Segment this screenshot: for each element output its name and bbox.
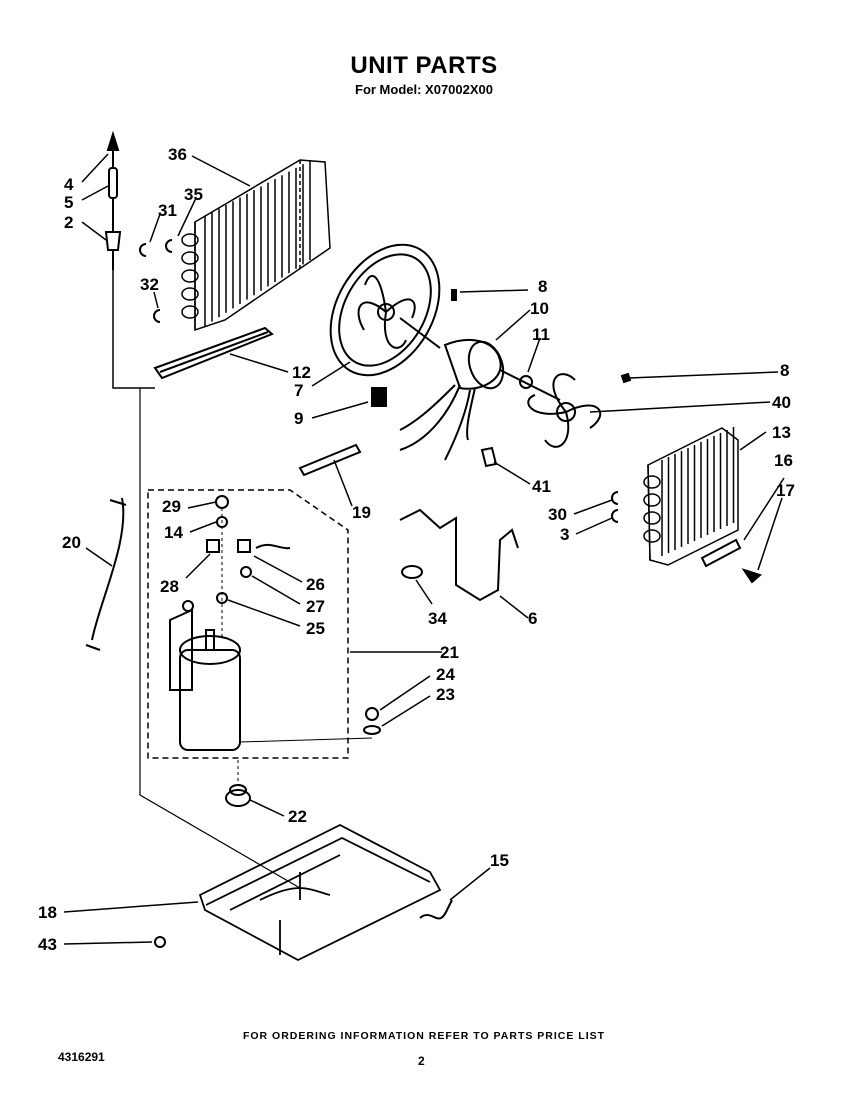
set-screw <box>451 289 457 301</box>
capillary-tube-assembly <box>104 130 155 389</box>
callout-6: 6 <box>528 609 537 628</box>
callout-17: 17 <box>776 481 795 500</box>
callout-36: 36 <box>168 145 187 164</box>
coil-clip-30 <box>611 491 619 505</box>
callout-labels: 4 5 2 36 35 31 32 8 10 11 12 7 9 8 40 13… <box>38 145 795 954</box>
part-41 <box>480 446 498 468</box>
shroud-clip <box>371 387 387 407</box>
callout-35: 35 <box>184 185 203 204</box>
callout-16: 16 <box>774 451 793 470</box>
callout-24: 24 <box>436 665 455 684</box>
callout-23: 23 <box>436 685 455 704</box>
compressor-group-outline <box>147 489 349 759</box>
washer-23 <box>363 725 381 735</box>
callout-27: 27 <box>306 597 325 616</box>
callout-5: 5 <box>64 193 73 212</box>
compressor-mount <box>225 760 251 807</box>
callout-3: 3 <box>560 525 569 544</box>
callout-43: 43 <box>38 935 57 954</box>
screw-43 <box>154 936 166 948</box>
callout-4: 4 <box>64 175 74 194</box>
model-subtitle: For Model: X07002X00 <box>355 82 493 97</box>
page-title: UNIT PARTS <box>350 52 498 79</box>
callout-2: 2 <box>64 213 73 232</box>
condenser-coil <box>181 159 331 332</box>
callout-41: 41 <box>532 477 551 496</box>
callout-26: 26 <box>306 575 325 594</box>
callout-32: 32 <box>140 275 159 294</box>
assembly-boundary <box>139 388 301 889</box>
callout-15: 15 <box>490 851 509 870</box>
callout-19: 19 <box>352 503 371 522</box>
callout-8: 8 <box>538 277 547 296</box>
compressor <box>169 600 241 751</box>
grommet-24 <box>365 707 379 721</box>
callout-13: 13 <box>772 423 791 442</box>
wire-clip <box>419 899 453 920</box>
tube-clips <box>139 239 173 323</box>
callout-40: 40 <box>772 393 791 412</box>
set-screw-b <box>620 372 632 384</box>
bracket-16 <box>700 538 742 568</box>
fan-motor <box>399 317 561 461</box>
page-number: 2 <box>418 1054 425 1068</box>
callout-10: 10 <box>530 299 549 318</box>
callout-9: 9 <box>294 409 303 428</box>
callout-29: 29 <box>162 497 181 516</box>
strip-19 <box>298 443 362 477</box>
callout-28: 28 <box>160 577 179 596</box>
evaporator-coil <box>643 427 739 566</box>
callout-22: 22 <box>288 807 307 826</box>
callout-21: 21 <box>440 643 459 662</box>
fan-shroud <box>329 243 441 377</box>
mounting-strip <box>153 326 274 380</box>
blower-wheel <box>527 373 602 448</box>
callout-8b: 8 <box>780 361 789 380</box>
motor-nut <box>519 375 533 389</box>
callout-14: 14 <box>164 523 183 542</box>
coil-clip-3 <box>611 509 619 523</box>
callout-7: 7 <box>294 381 303 400</box>
terminal-parts <box>206 495 291 640</box>
callout-18: 18 <box>38 903 57 922</box>
refrigerant-tube <box>399 508 519 602</box>
wire-harness <box>91 497 125 641</box>
callout-20: 20 <box>62 533 81 552</box>
document-number: 4316291 <box>58 1050 105 1064</box>
tube-clamp <box>401 565 423 579</box>
ordering-footer: FOR ORDERING INFORMATION REFER TO PARTS … <box>242 1030 606 1042</box>
callout-34: 34 <box>428 609 447 628</box>
base-pan <box>198 823 442 962</box>
leader-lines <box>63 153 785 945</box>
callout-11: 11 <box>532 325 550 344</box>
callout-31: 31 <box>158 201 177 220</box>
callout-25: 25 <box>306 619 325 638</box>
callout-30: 30 <box>548 505 567 524</box>
callout-12: 12 <box>292 363 311 382</box>
clip-17 <box>741 568 763 584</box>
